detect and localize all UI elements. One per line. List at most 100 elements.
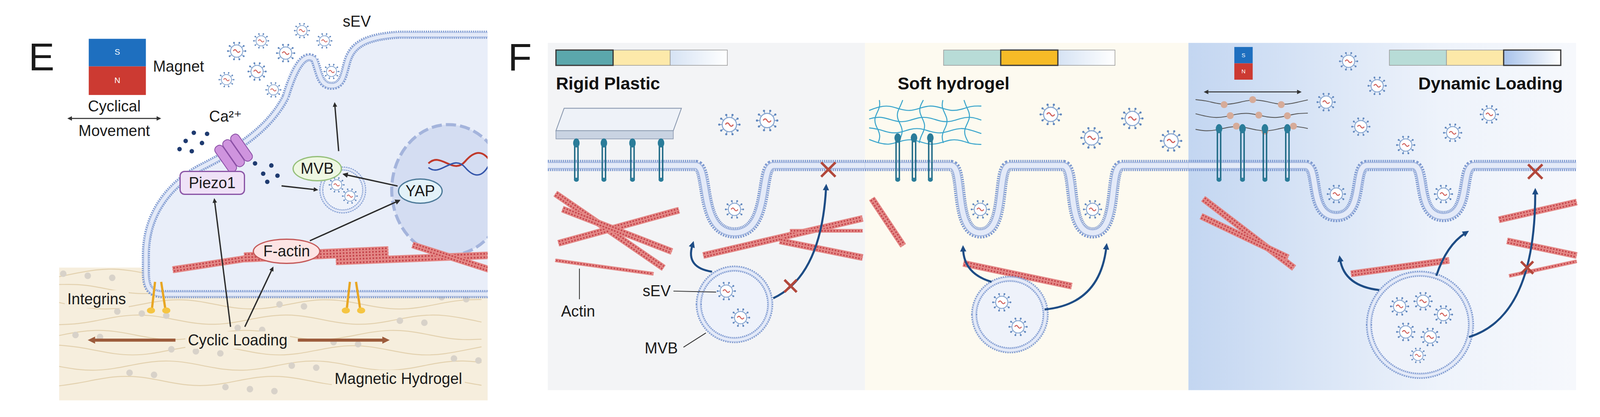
small-ev xyxy=(1082,199,1102,218)
integrin xyxy=(1239,124,1246,182)
trafficking-arrow xyxy=(688,240,712,272)
pathway-arrow xyxy=(332,102,339,152)
magnetic-particle xyxy=(1220,101,1228,108)
trafficking-arrow xyxy=(1436,230,1469,276)
hydrogel-particle xyxy=(72,331,79,338)
small-ev xyxy=(218,71,235,88)
dna-strand xyxy=(428,152,488,166)
integrin xyxy=(573,138,580,182)
calcium-ion xyxy=(191,130,197,136)
integrin xyxy=(600,138,607,182)
magnetic-particle xyxy=(1277,101,1285,108)
small-ev xyxy=(1395,322,1416,341)
integrin xyxy=(894,133,901,182)
cell-membrane xyxy=(974,278,1046,351)
small-ev xyxy=(1433,305,1453,324)
hydrogel-particle xyxy=(276,300,283,307)
actin-filament xyxy=(562,209,671,254)
panel-letter: F xyxy=(507,34,532,80)
small-ev xyxy=(718,113,741,136)
actin-filament xyxy=(872,197,905,245)
hydrogel-fiber xyxy=(868,105,982,111)
actin-filament xyxy=(1202,214,1289,257)
small-ev xyxy=(731,308,751,327)
hydrogel-particle xyxy=(217,349,224,356)
hydrogel-fiber xyxy=(874,99,880,143)
blocked-mark xyxy=(821,162,836,177)
condition-panel: Rigid Plastic xyxy=(547,42,866,390)
actin-filament xyxy=(412,245,488,272)
calcium-ion xyxy=(264,179,270,185)
loading-arrow xyxy=(87,336,176,344)
small-ev xyxy=(1409,347,1427,363)
trafficking-arrow xyxy=(960,244,992,282)
small-ev xyxy=(1039,103,1063,126)
small-ev xyxy=(1442,123,1463,142)
piezo1-channel xyxy=(213,132,255,174)
panel-heading: Dynamic Loading xyxy=(1188,73,1563,94)
hydrogel-particle xyxy=(354,340,362,347)
small-ev xyxy=(1420,327,1440,346)
dna-strand xyxy=(428,159,488,175)
magnetic-particle xyxy=(1283,112,1291,119)
magnetic-particle xyxy=(1226,112,1234,119)
cell-membrane xyxy=(698,268,771,340)
actin-filament xyxy=(1499,202,1577,222)
protein-label: YAP xyxy=(397,178,444,204)
calcium-ion xyxy=(252,160,258,166)
small-ev xyxy=(1413,291,1433,310)
part-label: Actin xyxy=(558,302,598,320)
hydrogel-particle xyxy=(271,387,278,394)
stiffness-bar-segment xyxy=(1057,49,1115,66)
cell-membrane xyxy=(865,165,1189,233)
calcium-ion xyxy=(199,140,205,146)
organelle-label: MVB xyxy=(292,155,343,182)
hydrogel-fiber xyxy=(918,99,925,143)
small-ev xyxy=(1080,126,1103,149)
magnetic-particle xyxy=(1233,122,1240,130)
small-ev xyxy=(1351,117,1371,136)
node-label: F-actin xyxy=(263,242,310,260)
panel-letter: E xyxy=(28,34,55,80)
small-ev xyxy=(1326,184,1346,203)
actin-filament xyxy=(790,229,863,232)
part-label: sEV xyxy=(640,281,674,300)
actin-filament xyxy=(563,206,673,251)
actin-filament xyxy=(870,199,903,247)
magnet-north xyxy=(88,66,147,95)
small-ev xyxy=(247,62,267,81)
artwork xyxy=(59,22,1577,400)
plastic-substrate xyxy=(555,130,674,139)
plastic-substrate xyxy=(555,107,682,131)
movement-arrow xyxy=(1252,89,1302,94)
part-label: Magnetic Hydrogel xyxy=(331,369,465,388)
small-ev xyxy=(342,188,359,204)
stiffness-bar-segment xyxy=(612,49,671,66)
small-ev xyxy=(226,41,246,61)
calcium-ion xyxy=(269,162,274,168)
magnetic-particle xyxy=(1249,96,1256,103)
condition-panel: Soft hydrogel xyxy=(865,42,1189,390)
signal-arrow xyxy=(343,173,398,186)
actin-filament xyxy=(780,241,863,260)
pathway-arrow xyxy=(212,198,231,327)
cell-membrane xyxy=(146,34,488,294)
panel-heading: Rigid Plastic xyxy=(555,73,865,94)
protein-label: F-actin xyxy=(252,238,321,264)
motion-label: Cyclical Movement xyxy=(78,93,151,144)
magnet-pole: S xyxy=(1241,52,1246,59)
movement-arrow xyxy=(1203,89,1253,94)
calcium-ion xyxy=(189,148,195,154)
small-ev xyxy=(1338,52,1358,71)
actin-filament xyxy=(555,259,654,275)
small-ev xyxy=(316,33,333,49)
actin-filament xyxy=(1200,216,1287,260)
integrin xyxy=(926,133,934,182)
magnet-south xyxy=(1234,46,1253,64)
cell-membrane xyxy=(1368,273,1471,376)
leader-line xyxy=(579,268,580,299)
hydrogel-particle xyxy=(168,345,175,353)
hydrogel-particle xyxy=(222,383,229,390)
